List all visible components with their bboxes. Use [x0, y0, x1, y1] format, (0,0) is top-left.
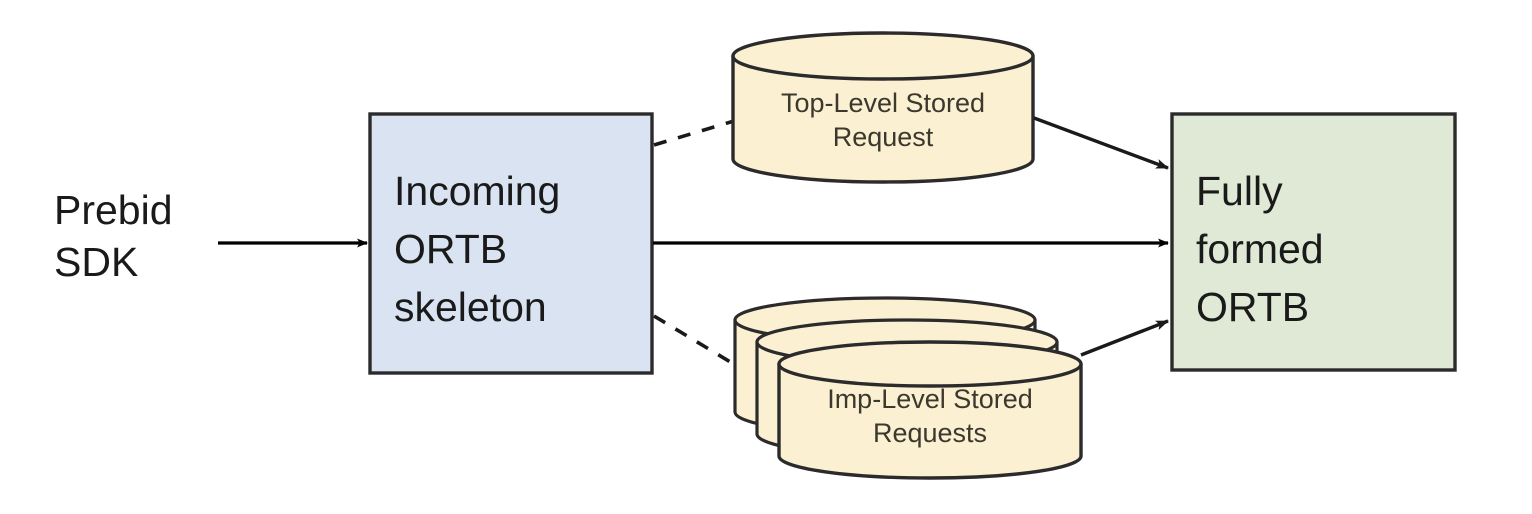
node-incoming-ortb-skeleton [368, 112, 654, 375]
cylinder-front [777, 340, 1083, 480]
edge-imp-level-store-to-output [1080, 319, 1169, 357]
node-fully-formed-ortb [1170, 112, 1457, 372]
cylinder-stack-imp-level-stored-requests [733, 296, 1083, 480]
edge-skeleton-to-imp-level-store [653, 314, 738, 368]
cylinder-top-level-stored-request [731, 31, 1035, 184]
edge-skeleton-to-top-level-store [653, 119, 735, 147]
edge-top-level-store-to-output [1033, 116, 1169, 170]
